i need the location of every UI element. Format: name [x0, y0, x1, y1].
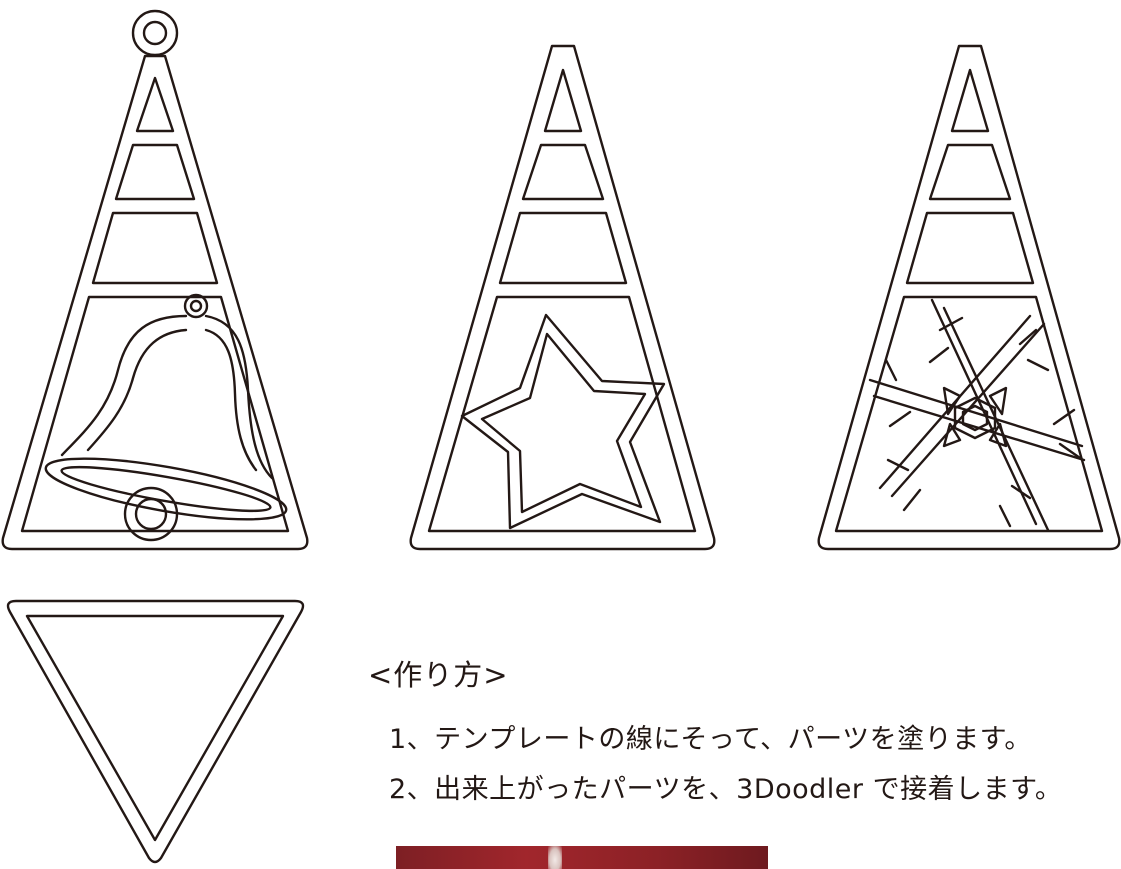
lower-panel-frame — [427, 295, 697, 533]
top-band-3 — [905, 211, 1035, 285]
photo-highlight — [548, 846, 562, 869]
top-band-2 — [521, 143, 605, 201]
top-band-1 — [543, 68, 583, 133]
top-band-1 — [135, 76, 175, 133]
bell-icon — [44, 293, 288, 542]
instructions-block: <作り方> 1、テンプレートの線にそって、パーツを塗ります。 2、出来上がったパ… — [368, 652, 1062, 817]
inverted-triangle-inner — [25, 614, 285, 842]
top-band-2 — [928, 143, 1012, 201]
snowflake-icon — [868, 298, 1086, 532]
bell-ornament-template — [1, 9, 309, 551]
instructions-heading: <作り方> — [368, 658, 509, 692]
star-icon — [460, 313, 666, 530]
lower-panel-frame — [834, 295, 1104, 533]
lower-panel-frame — [20, 295, 290, 533]
top-band-3 — [498, 211, 628, 285]
top-band-3 — [91, 211, 219, 285]
product-photo — [396, 846, 768, 869]
instruction-step-2: 2、出来上がったパーツを、3Doodler で接着します。 — [389, 774, 1063, 805]
triangle-outer-frame — [817, 44, 1121, 551]
star-ornament-template — [409, 44, 716, 551]
triangle-outer-frame — [1, 54, 309, 551]
inverted-triangle-template — [6, 599, 305, 864]
snowflake-ornament-template — [817, 44, 1121, 551]
top-band-2 — [114, 143, 196, 201]
inverted-triangle-icon — [6, 599, 305, 864]
hanging-loop — [131, 9, 179, 57]
instruction-step-1: 1、テンプレートの線にそって、パーツを塗ります。 — [389, 724, 1032, 755]
triangle-outer-frame — [409, 44, 716, 551]
top-band-1 — [950, 68, 990, 133]
